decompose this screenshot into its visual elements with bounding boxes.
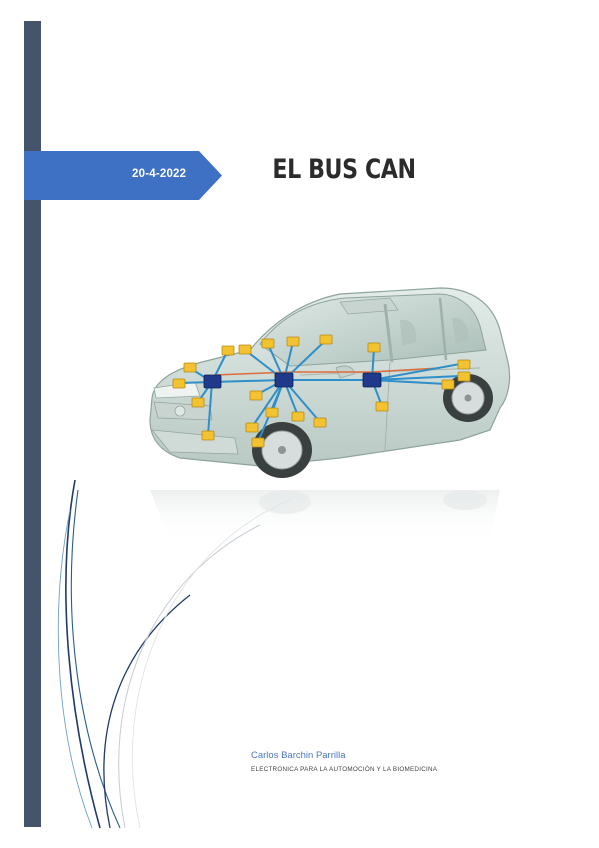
orange-bus-line	[214, 367, 441, 376]
ecu-module	[191, 397, 205, 408]
gateway-nodes	[203, 372, 382, 389]
ecu-module	[172, 378, 186, 389]
decorative-swoosh-lines	[0, 470, 300, 835]
ecu-module	[201, 430, 215, 441]
ecu-modules	[172, 334, 471, 448]
ecu-module	[367, 342, 381, 353]
ecu-module	[245, 422, 259, 433]
date-banner: 20-4-2022	[24, 151, 222, 200]
rear-wheel	[443, 374, 493, 422]
ecu-module	[261, 338, 275, 349]
gateway-node	[274, 372, 294, 388]
cover-date: 20-4-2022	[132, 168, 187, 180]
car-body	[149, 287, 511, 467]
document-title: EL BUS CAN	[272, 154, 416, 185]
car-can-bus-illustration	[140, 280, 520, 555]
ecu-module	[457, 359, 471, 370]
ecu-module	[313, 417, 327, 428]
ecu-module	[375, 401, 389, 412]
ecu-module	[183, 362, 197, 373]
ecu-module	[221, 345, 235, 356]
sidebar-stripe	[24, 21, 41, 827]
ecu-module	[441, 379, 455, 390]
ecu-module	[238, 344, 252, 355]
ecu-module	[251, 437, 265, 448]
ecu-module	[249, 390, 263, 401]
banner-arrow-shape	[24, 151, 222, 200]
ecu-module	[265, 407, 279, 418]
document-subtitle: ELECTRONICA PARA LA AUTOMOCIÓN Y LA BIOM…	[251, 766, 438, 773]
ecu-module	[286, 336, 300, 347]
ecu-module	[457, 371, 471, 382]
gateway-node	[203, 374, 222, 389]
gateway-node	[362, 372, 382, 388]
ecu-module	[291, 411, 305, 422]
ecu-module	[319, 334, 333, 345]
author-name: Carlos Barchin Parrilla	[251, 750, 346, 761]
front-wheel	[252, 422, 312, 478]
